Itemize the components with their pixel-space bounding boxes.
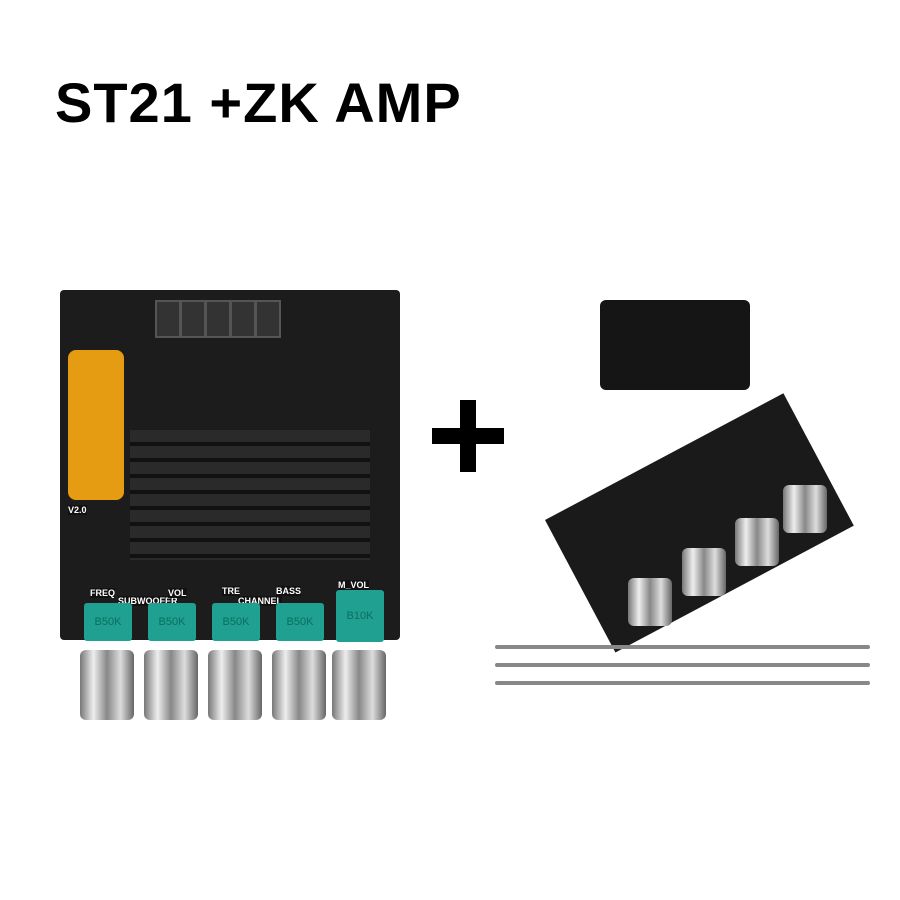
knob <box>208 650 262 720</box>
knob <box>628 578 672 626</box>
page-title: ST21 +ZK AMP <box>55 71 462 134</box>
label-vol: VOL <box>168 588 187 598</box>
knob <box>144 650 198 720</box>
plus-icon <box>432 400 504 472</box>
terminal-block <box>205 300 231 338</box>
knob <box>783 485 827 533</box>
label-m-vol: M_VOL <box>338 580 370 590</box>
cable <box>495 663 870 667</box>
st21-amplifier-board: V2.0 FREQ SUBWOOFER VOL TRE CHANNEL BASS… <box>60 290 400 642</box>
knob <box>735 518 779 566</box>
label-subwoofer: SUBWOOFER <box>118 596 178 606</box>
label-channel: CHANNEL <box>238 596 282 606</box>
label-bass: BASS <box>276 586 302 596</box>
knob <box>332 650 386 720</box>
knob <box>682 548 726 596</box>
potentiometer: B10K <box>336 590 384 642</box>
label-tre: TRE <box>222 586 240 596</box>
potentiometer: B50K <box>84 603 132 641</box>
label-freq: FREQ <box>90 588 116 598</box>
cable <box>495 681 870 685</box>
capacitor <box>68 350 124 500</box>
version-label: V2.0 <box>68 505 87 515</box>
heatsink <box>130 430 370 560</box>
knob <box>272 650 326 720</box>
potentiometer: B50K <box>276 603 324 641</box>
terminal-block <box>180 300 206 338</box>
knob <box>80 650 134 720</box>
audio-jack <box>600 300 750 390</box>
terminal-block <box>255 300 281 338</box>
potentiometer: B50K <box>212 603 260 641</box>
terminal-block <box>155 300 181 338</box>
cable <box>495 645 870 649</box>
terminal-block <box>230 300 256 338</box>
potentiometer: B50K <box>148 603 196 641</box>
